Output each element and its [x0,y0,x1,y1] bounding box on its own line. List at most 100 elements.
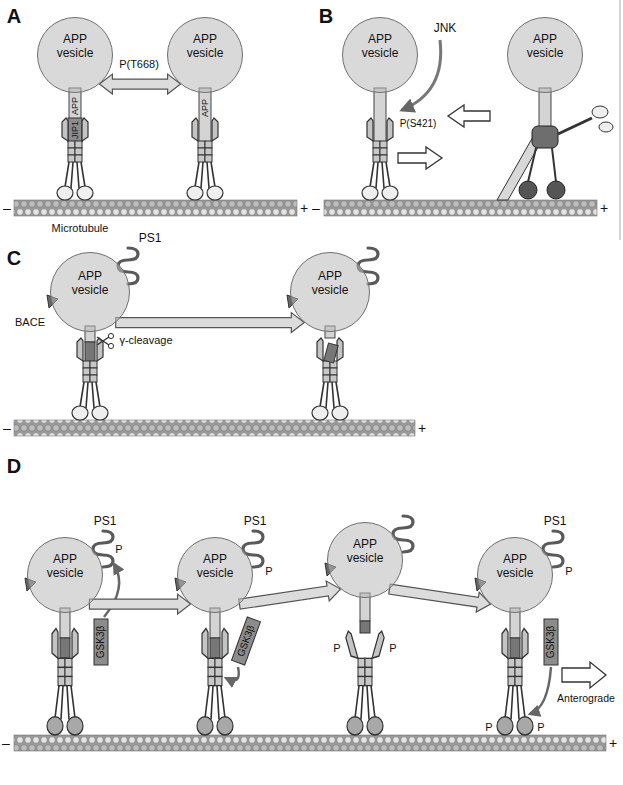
app-stalk [360,593,370,633]
phosphorylation-arrow [226,667,239,680]
phospho-mark: P [389,643,396,654]
kinesin-motor [312,338,348,420]
protein-label: PS1 [94,515,117,527]
dynein-motor [519,181,537,199]
vesicle-label: APP vesicle [178,32,232,60]
polarity-sign: – [3,421,11,435]
phospho-mark: P [115,544,122,555]
protein-label: APP [71,97,80,115]
gsk3b-kinase [94,619,108,665]
panel-border [620,0,621,240]
phospho-mark: P [265,566,272,577]
dynein-motor [532,126,558,148]
vesicle-label: APP vesicle [303,269,357,297]
kinesin-motor [497,628,533,735]
scissors-icon [97,333,114,348]
scissors-icon [97,337,109,345]
direction-arrow [562,662,606,688]
protein-label: APP [201,99,210,117]
transition-arrow [239,581,341,609]
app-stalk [210,638,220,658]
dynein-motor [528,148,556,182]
kinesin-motor [187,118,223,200]
app-stalk [374,88,386,142]
polarity-sign: + [600,201,608,215]
polarity-sign: – [312,201,320,215]
phospho-mark: P [565,566,572,577]
app-stalk [85,342,95,362]
jip1-adaptor [68,118,82,142]
app-stalk [539,88,551,132]
microtubule [14,420,415,436]
gsk3b-kinase [232,617,261,665]
vesicle-circle: APP vesicle [50,252,130,332]
kinesin-motor [347,658,383,735]
app-stalk [60,638,70,658]
kinesin-motor [344,630,358,661]
kinesin-motor [372,630,386,661]
polarity-sign: + [418,421,426,435]
kinase-label: JNK [434,22,457,34]
gsk3b-kinase [544,619,558,665]
vesicle-circle: APP vesicle [342,17,418,93]
phosphorylation-arrow [226,667,239,680]
microtubule [324,200,597,216]
phosphorylation-arrow [530,667,551,714]
kinesin-motor [197,628,233,735]
kinesin-motor [312,338,348,420]
kinesin-motor [72,338,108,420]
kinesin-motor [197,628,233,735]
app-stalk [60,608,70,658]
panel-border [620,0,621,240]
app-stalk [199,88,211,142]
protein-label: JIP1 [71,121,80,139]
kinase-label: GSK3β [96,626,106,658]
vesicle-circle: APP vesicle [37,17,113,93]
vesicle-circle: APP vesicle [290,252,370,332]
polarity-sign: + [609,736,617,750]
vesicle-label: APP vesicle [353,32,407,60]
gsk3b-kinase [232,617,261,665]
panel-letter: B [319,6,333,26]
microtubule [14,200,297,216]
direction-arrow [398,147,442,169]
kinesin-motor [362,118,398,200]
phospho-mark: P [333,643,340,654]
aicd-fragment [324,343,338,363]
polarity-sign: – [3,201,11,215]
direction-arrow [398,147,442,169]
app-stalk [510,638,520,658]
polarity-sign: – [2,736,10,750]
kinesin-motor [57,118,93,200]
direction-arrow [562,662,606,688]
vesicle-label: APP vesicle [63,269,117,297]
protein-label: PS1 [139,232,162,244]
microtubule [14,200,297,216]
microtubule [14,735,606,751]
vesicle-circle: APP vesicle [477,537,553,613]
vesicle-circle: APP vesicle [327,522,403,598]
microtubule [14,735,606,751]
vesicle-circle: APP vesicle [507,17,583,93]
microtubule [324,200,597,216]
kinesin-motor [72,338,108,420]
process-label: γ-cleavage [119,335,172,346]
kinesin-motor [344,630,385,735]
phospho-mark: P [537,722,544,733]
dynein-motor [599,122,613,132]
kinesin-motor [362,118,398,200]
kinesin-motor [47,628,83,735]
kinesin-motor [497,628,533,735]
app-stalk [374,88,386,142]
scissors-icon [108,343,113,348]
phospho-mark: P [485,722,492,733]
transition-arrow [116,313,305,333]
phospho-site: P(S421) [400,119,437,129]
dynein-motor [558,118,592,134]
aicd-fragment [324,343,338,363]
protein-label: PS1 [244,515,267,527]
panel-letter: A [7,6,21,26]
vesicle-label: APP vesicle [48,32,102,60]
vesicle-label: APP vesicle [38,552,92,580]
